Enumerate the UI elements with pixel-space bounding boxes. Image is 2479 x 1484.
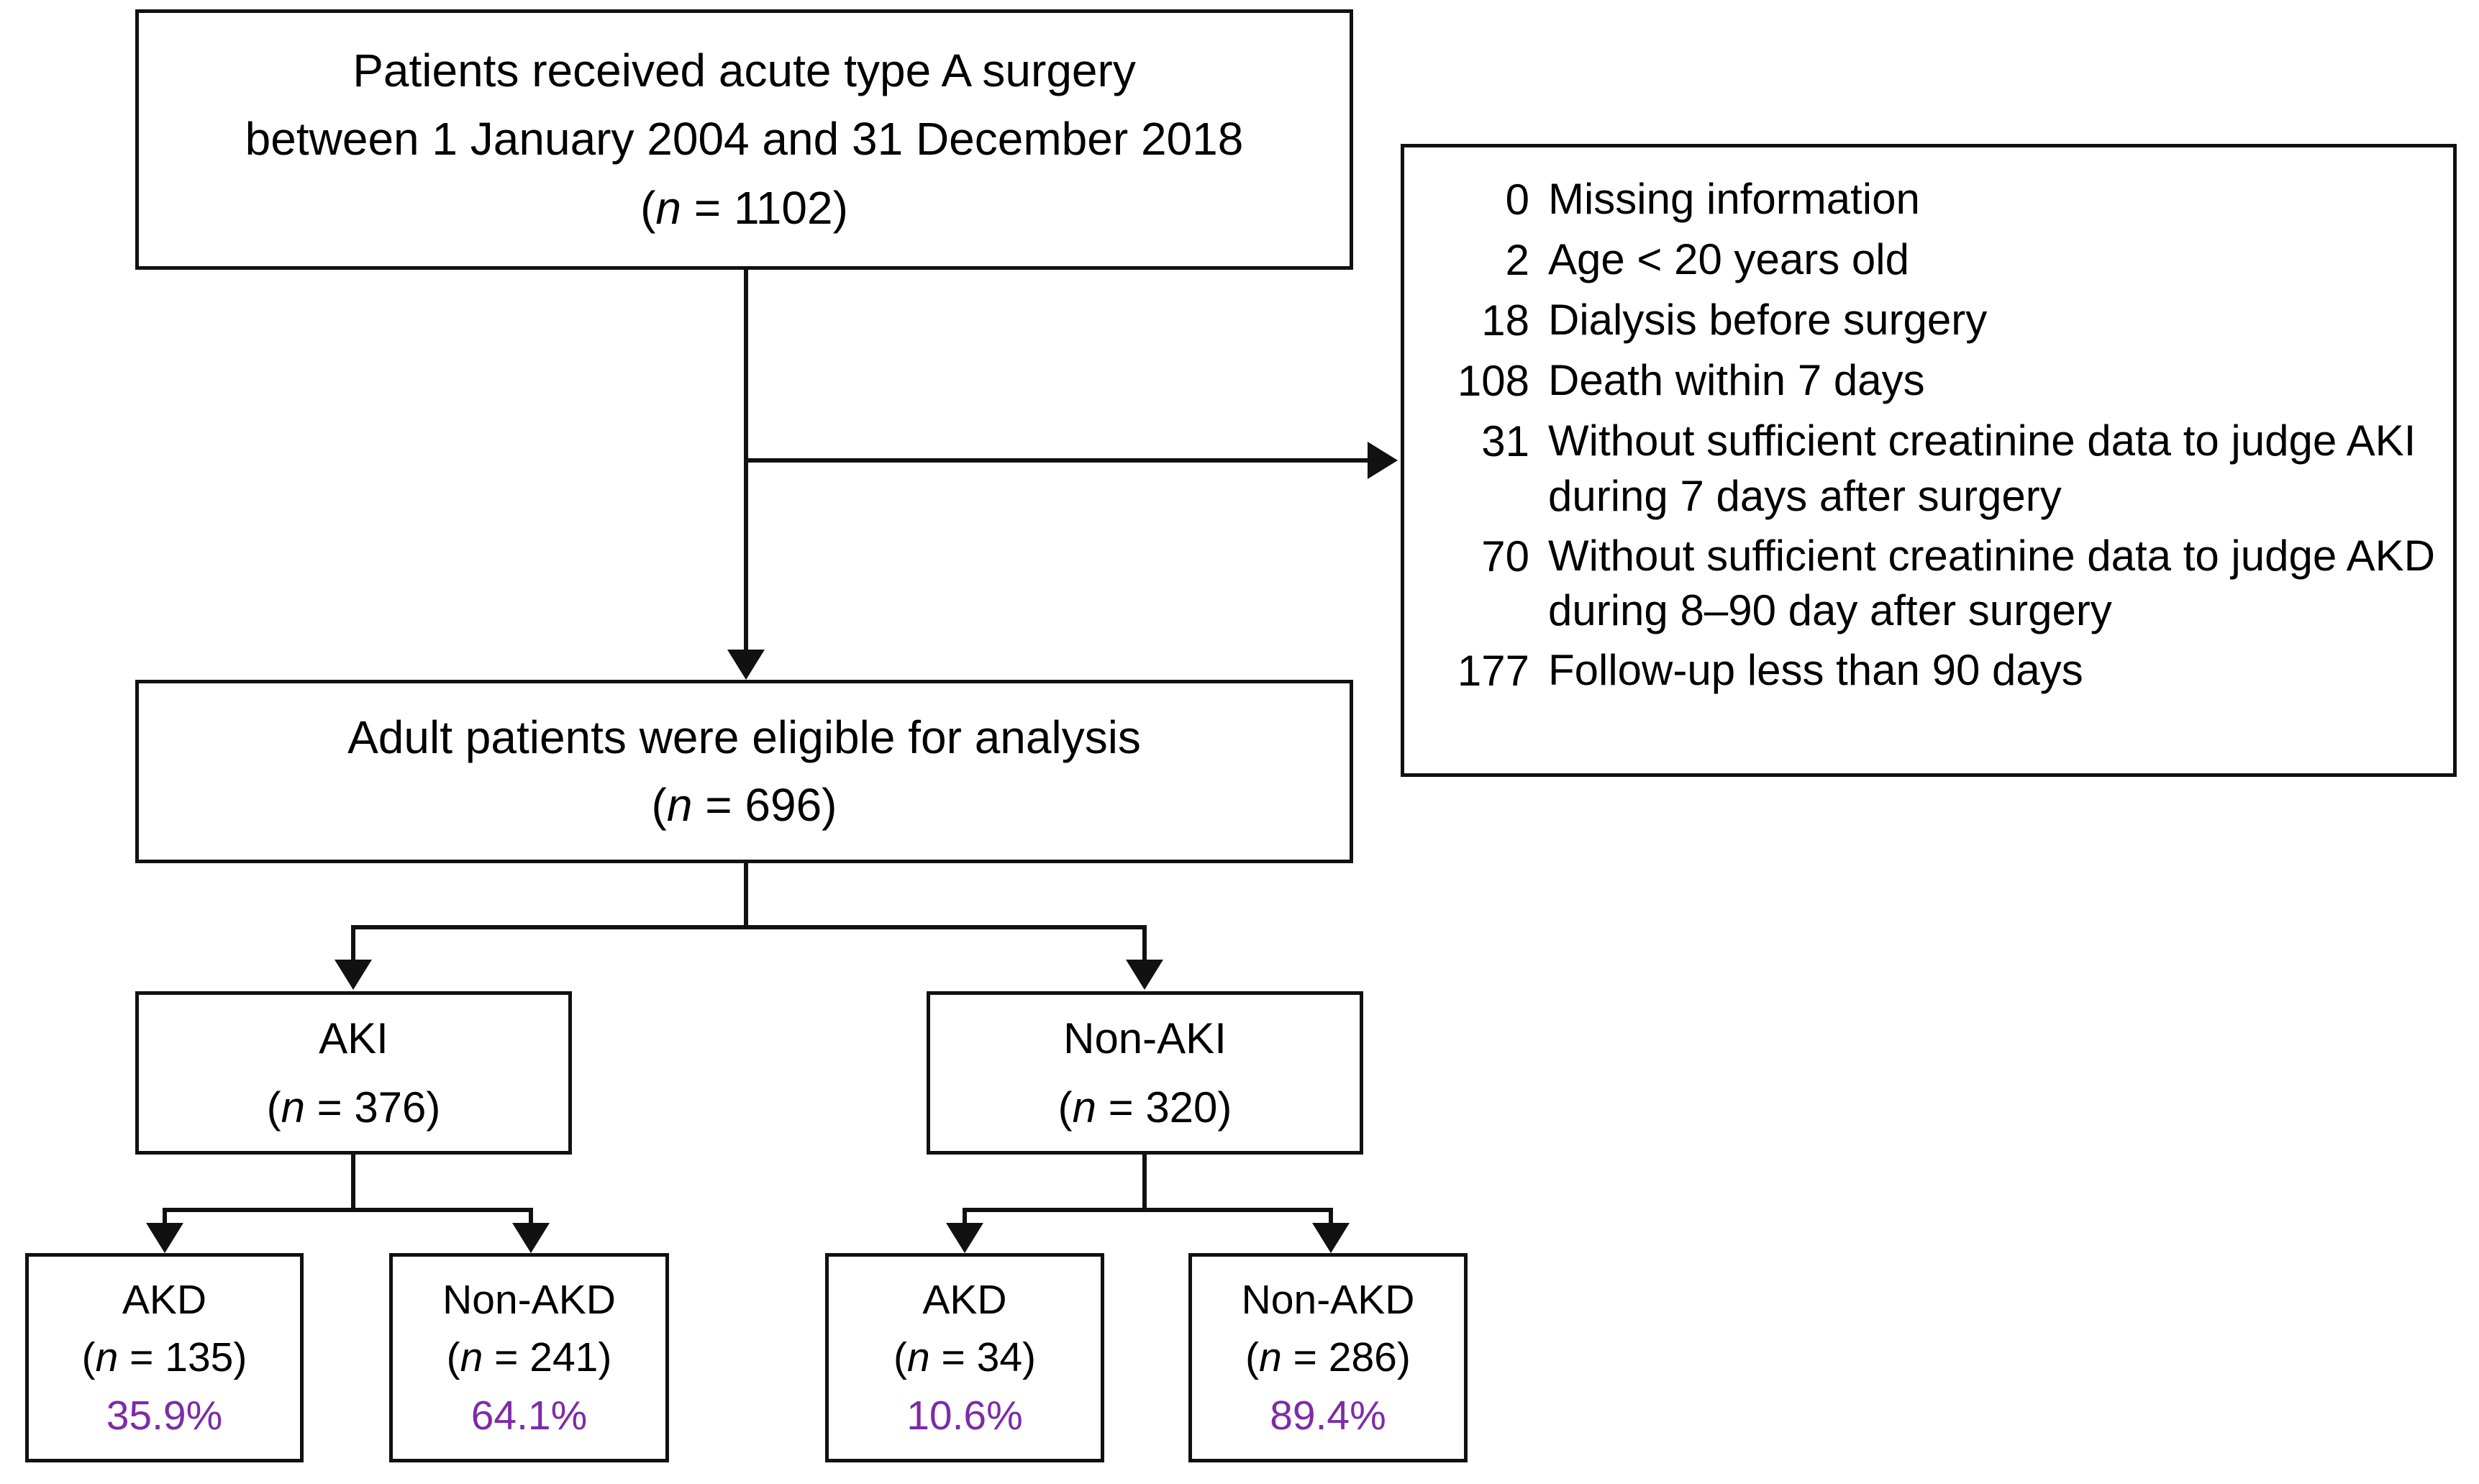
node-enrolled: Patients received acute type A surgery b…	[135, 9, 1353, 270]
node-aki-label: AKI	[319, 1014, 388, 1062]
exclusion-row: 108 Death within 7 days	[1404, 353, 2453, 409]
exclusion-count: 2	[1505, 236, 1529, 284]
exclusion-reason: Death within 7 days	[1548, 356, 1925, 404]
n-symbol: n	[906, 1334, 930, 1381]
exclusion-count: 70	[1481, 532, 1529, 581]
node-non-aki-akd-count: (n = 34)	[893, 1331, 1036, 1384]
node-eligible-label: Adult patients were eligible for analysi…	[347, 711, 1141, 764]
node-enrolled-line1: Patients received acute type A surgery	[352, 45, 1136, 97]
node-aki-count: (n = 376)	[267, 1080, 441, 1136]
node-non-aki-label: Non-AKI	[1063, 1014, 1227, 1062]
exclusion-row: 0 Missing information	[1404, 172, 2453, 228]
paren-open: (	[893, 1334, 907, 1381]
n-symbol: n	[1072, 1083, 1096, 1132]
node-eligible: Adult patients were eligible for analysi…	[135, 680, 1353, 863]
exclusion-reason: Age < 20 years old	[1548, 235, 1910, 283]
connector-non-aki-trunk	[1142, 1155, 1147, 1212]
exclusion-row: 31 Without sufficient creatinine data to…	[1404, 414, 2453, 524]
n-value: = 696)	[692, 778, 837, 831]
paren-open: (	[1245, 1334, 1260, 1381]
node-non-aki-non-akd-label: Non-AKD	[1241, 1277, 1415, 1324]
node-non-aki-count: (n = 320)	[1058, 1080, 1232, 1136]
n-value: = 286)	[1281, 1334, 1411, 1381]
n-value: = 1102)	[681, 181, 848, 234]
paren-open: (	[640, 181, 656, 234]
node-aki-akd-label: AKD	[122, 1277, 207, 1324]
node-aki-non-akd-percent: 64.1%	[470, 1392, 588, 1439]
exclusion-reason: Without sufficient creatinine data to ju…	[1548, 416, 2416, 520]
node-aki-akd-count: (n = 135)	[82, 1331, 247, 1384]
paren-open: (	[651, 778, 667, 831]
paren-open: (	[81, 1334, 96, 1381]
exclusion-reason: Without sufficient creatinine data to ju…	[1548, 531, 2435, 635]
exclusion-reason: Missing information	[1548, 175, 1920, 223]
arrowhead-non-aki	[1126, 960, 1163, 990]
connector-aki-trunk	[351, 1155, 355, 1212]
node-eligible-count: (n = 696)	[652, 775, 837, 835]
node-non-aki-non-akd-count: (n = 286)	[1245, 1331, 1411, 1384]
exclusion-reason: Dialysis before surgery	[1548, 296, 1988, 344]
connector-trunk-to-exclusions	[744, 458, 1373, 463]
n-value: = 135)	[118, 1334, 247, 1381]
arrowhead-non-aki-non-akd	[1312, 1223, 1350, 1253]
node-non-aki-non-akd: Non-AKD (n = 286) 89.4%	[1188, 1253, 1468, 1462]
node-aki: AKI (n = 376)	[135, 991, 572, 1155]
paren-open: (	[266, 1083, 281, 1132]
n-symbol: n	[1259, 1334, 1282, 1381]
node-aki-akd-percent: 35.9%	[106, 1392, 223, 1439]
node-non-aki: Non-AKI (n = 320)	[927, 991, 1363, 1155]
node-non-aki-akd: AKD (n = 34) 10.6%	[825, 1253, 1104, 1462]
exclusion-row: 70 Without sufficient creatinine data to…	[1404, 529, 2453, 639]
n-symbol: n	[281, 1083, 305, 1132]
node-enrolled-line2: between 1 January 2004 and 31 December 2…	[245, 113, 1244, 165]
n-value: = 376)	[304, 1083, 441, 1132]
n-symbol: n	[655, 181, 682, 234]
arrowhead-non-aki-akd	[946, 1223, 983, 1253]
exclusion-count: 0	[1505, 176, 1529, 224]
n-symbol: n	[460, 1334, 483, 1381]
arrowhead-eligible	[727, 650, 765, 680]
connector-eligible-trunk	[744, 863, 748, 929]
exclusion-row: 2 Age < 20 years old	[1404, 232, 2453, 288]
connector-eligible-to-non-aki	[1142, 925, 1147, 961]
node-enrolled-count: (n = 1102)	[640, 178, 848, 238]
exclusion-row: 177 Follow-up less than 90 days	[1404, 643, 2453, 699]
exclusion-row: 18 Dialysis before surgery	[1404, 293, 2453, 349]
paren-open: (	[1057, 1083, 1073, 1132]
node-exclusions: 0 Missing information 2 Age < 20 years o…	[1401, 144, 2457, 777]
node-non-aki-non-akd-percent: 89.4%	[1270, 1392, 1386, 1439]
n-symbol: n	[666, 778, 693, 831]
node-aki-non-akd-label: Non-AKD	[442, 1277, 616, 1324]
exclusion-count: 177	[1457, 647, 1529, 696]
connector-eligible-to-aki	[351, 925, 355, 961]
paren-open: (	[446, 1334, 460, 1381]
n-value: = 34)	[929, 1334, 1037, 1381]
n-value: = 241)	[483, 1334, 612, 1381]
node-aki-non-akd-count: (n = 241)	[447, 1331, 612, 1384]
node-aki-non-akd: Non-AKD (n = 241) 64.1%	[389, 1253, 669, 1462]
connector-eligible-split-bar	[351, 925, 1147, 929]
arrowhead-aki-non-akd	[512, 1223, 550, 1253]
exclusion-count: 18	[1481, 296, 1529, 345]
exclusion-count: 108	[1457, 357, 1529, 405]
n-symbol: n	[95, 1334, 119, 1381]
node-aki-akd: AKD (n = 135) 35.9%	[25, 1253, 304, 1462]
arrowhead-exclusions	[1368, 442, 1398, 479]
connector-non-aki-split-bar	[963, 1208, 1333, 1212]
node-non-aki-akd-label: AKD	[922, 1277, 1007, 1324]
exclusion-count: 31	[1481, 417, 1529, 465]
exclusion-reason: Follow-up less than 90 days	[1548, 646, 2083, 695]
arrowhead-aki	[335, 960, 372, 990]
arrowhead-aki-akd	[146, 1223, 183, 1253]
node-non-aki-akd-percent: 10.6%	[906, 1392, 1023, 1439]
n-value: = 320)	[1096, 1083, 1232, 1132]
connector-aki-split-bar	[163, 1208, 533, 1212]
